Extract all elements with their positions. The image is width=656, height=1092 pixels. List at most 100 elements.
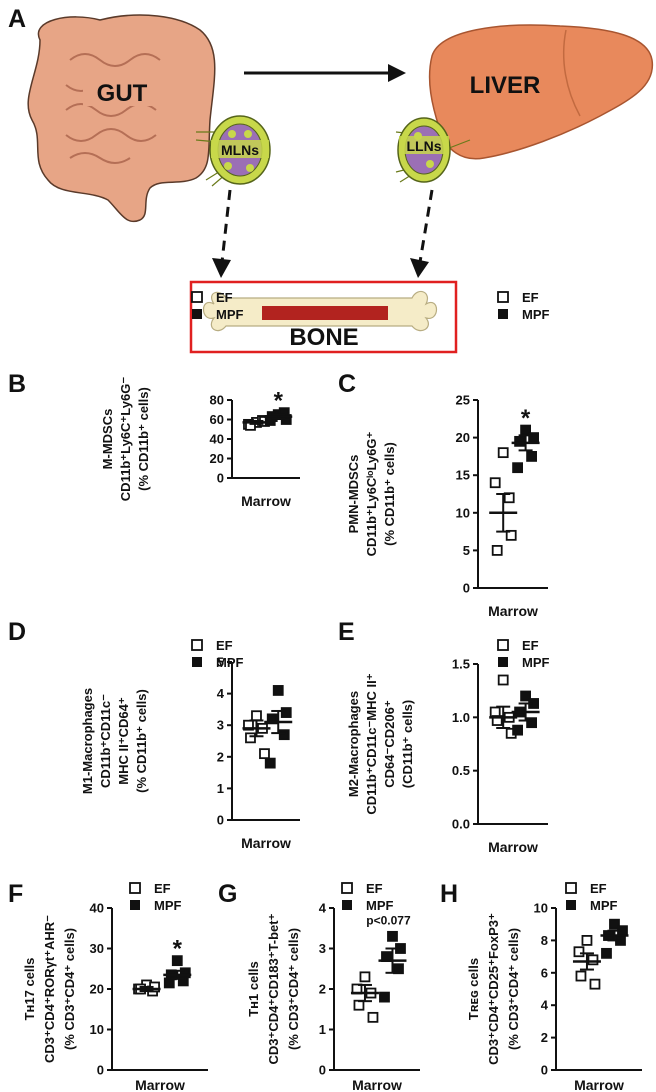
y-tick-label: 60 [210,412,224,427]
legend-mpf-label: MPF [366,898,394,913]
data-point [512,462,523,474]
x-axis-label: Marrow [352,1077,402,1092]
data-point [367,1011,379,1023]
data-point [272,685,284,696]
bone-marrow-bar [262,306,388,320]
y-tick-label: 1.5 [452,657,470,672]
series-mpf [264,407,293,426]
data-point [520,690,531,702]
y-tick-label: 0 [319,1063,326,1078]
bone-label: BONE [289,324,358,351]
significance-marker: * [173,936,183,963]
series-mpf [511,690,540,736]
series-ef [350,971,379,1023]
legend-mpf-marker [498,309,508,319]
y-tick-label: 80 [210,393,224,408]
legend-mpf-marker [192,309,202,319]
panel-a-diagram: A GUT MLNs [8,5,654,354]
series-ef [489,674,518,739]
y-tick-label: 25 [456,393,470,408]
y-tick-label: 0 [97,1063,104,1078]
legend-mpf-marker [130,900,140,910]
data-point [278,729,290,741]
legend-ef-label: EF [522,638,539,653]
y-tick-label: 5 [463,543,470,558]
y-tick-label: 30 [90,941,104,956]
y-tick-label: 2 [319,982,326,997]
y-tick-label: 20 [210,451,224,466]
y-axis-label: Tʜ17 cells [22,958,37,1021]
y-tick-label: 0 [217,471,224,486]
y-axis-label: PMN-MDSCs [346,455,361,534]
y-tick-label: 20 [90,982,104,997]
y-tick-label: 0.0 [452,817,470,832]
y-axis-label: CD3⁺CD4⁺RORγt⁺AHR⁻ [42,915,57,1063]
series-ef [572,935,601,990]
y-tick-label: 10 [534,901,548,916]
data-point [526,717,537,729]
y-tick-label: 10 [456,505,470,520]
y-axis-label: (% CD11b⁺ cells) [136,387,151,491]
data-point [601,947,612,959]
legend-ef-label: EF [366,881,383,896]
y-axis-label: CD3⁺CD4⁺CD25⁺FoxP3⁺ [486,913,501,1065]
y-axis-label: CD11b⁺Ly6CˡᵒLy6G⁺ [364,432,379,557]
legend-ef-label: EF [216,290,233,305]
y-tick-label: 4 [541,998,549,1013]
y-axis-label: (% CD3⁺CD4⁺ cells) [286,928,301,1050]
data-point [264,757,276,769]
legend-ef-label: EF [522,290,539,305]
data-point [379,991,390,1003]
legend-mpf-marker [342,900,352,910]
legend-ef-label: EF [216,638,233,653]
gut-label: GUT [97,80,148,107]
series-mpf [264,685,293,769]
data-point [526,450,537,462]
data-point [171,955,183,967]
data-point [163,977,175,989]
data-point [497,447,509,459]
y-axis-label: M2-Macrophages [346,691,361,797]
large-intestine-shape [27,14,216,223]
y-axis-label: (CD11b⁺ cells) [400,700,415,789]
series-ef [489,447,518,556]
mln-node: MLNs [195,115,271,187]
data-point [177,975,189,987]
panel-label-b: B [8,370,26,398]
y-tick-label: 2 [217,749,224,764]
legend-mpf-label: MPF [522,307,550,322]
legend-mpf-label: MPF [590,898,618,913]
y-tick-label: 15 [456,468,470,483]
y-tick-label: 8 [541,933,548,948]
data-point [266,713,278,725]
data-point [575,970,587,982]
liver-shape [428,24,654,160]
panel-label-h: H [440,880,458,908]
y-tick-label: 20 [456,430,470,445]
data-point [497,674,509,686]
legend-mpf-marker [192,657,202,667]
y-axis-label: CD3⁺CD4⁺CD183⁺T-bet⁺ [266,913,281,1064]
series-mpf [511,424,540,474]
legend-ef-label: EF [154,881,171,896]
legend-mpf-label: MPF [216,307,244,322]
y-axis-label: (% CD3⁺CD4⁺ cells) [506,928,521,1050]
lln-to-bone-arrow [410,189,434,278]
y-axis-label: CD64⁻CD206⁺ [382,700,397,788]
y-tick-label: 2 [541,1030,548,1045]
y-tick-label: 0 [541,1063,548,1078]
y-axis-label: CD11b⁺Ly6C⁺Ly6G⁻ [118,377,133,502]
panel-label-a: A [8,5,26,33]
data-point [387,930,398,942]
panel-label-d: D [8,618,26,646]
legend-ef-label: EF [590,881,607,896]
panel-label-e: E [338,618,355,646]
gut-illustration: GUT [27,14,216,223]
